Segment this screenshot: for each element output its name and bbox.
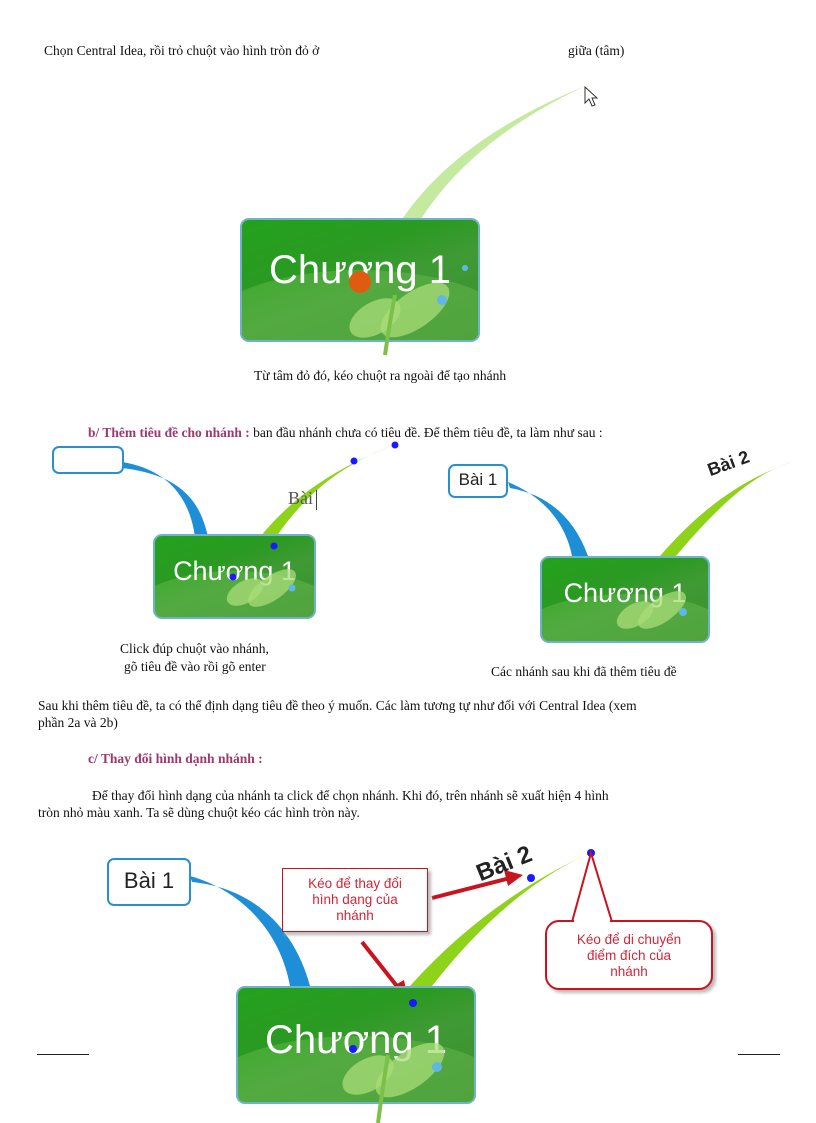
branch-handle[interactable] xyxy=(349,1045,357,1053)
central-topic[interactable]: Chương 1 xyxy=(236,986,476,1104)
figure2-left-caption-2: gõ tiêu đề vào rồi gõ enter xyxy=(124,659,266,674)
figure1-caption: Từ tâm đỏ đó, kéo chuột ra ngoài để tạo … xyxy=(254,368,507,383)
callout-text: nhánh xyxy=(610,964,648,979)
callout-text: Kéo để di chuyển xyxy=(576,932,682,947)
figure-create-branch: Chương 1 Từ tâm đỏ đó, kéo chuột ra ngoà… xyxy=(0,0,816,400)
callout-change-shape: Kéo để thay đổi hình dạng của nhánh xyxy=(282,868,428,932)
mouse-pointer-icon xyxy=(584,85,599,107)
footer-rule-left xyxy=(37,1054,89,1055)
figure2-right-caption: Các nhánh sau khi đã thêm tiêu đề xyxy=(491,664,677,679)
branch-handle[interactable] xyxy=(270,542,278,550)
callout-move-endpoint: Kéo để di chuyển điểm đích của nhánh xyxy=(545,920,713,990)
figure-branches-titled: Bài 1 Bài 2 Chương 1 Các nhánh sau khi đ… xyxy=(430,440,816,690)
paragraph-line: Để thay đổi hình dạng của nhánh ta click… xyxy=(92,788,609,803)
center-red-dot[interactable] xyxy=(349,271,371,293)
section-b-paragraph: b/ Thêm tiêu đề cho nhánh : ban đầu nhán… xyxy=(88,424,603,441)
figure2-left-caption-1: Click đúp chuột vào nhánh, xyxy=(120,641,269,656)
typing-text[interactable]: Bài xyxy=(288,488,313,508)
section-b-heading: b/ Thêm tiêu đề cho nhánh : xyxy=(88,425,250,440)
branch-lime[interactable] xyxy=(260,444,396,537)
branch-handle[interactable] xyxy=(409,999,417,1007)
callout-join xyxy=(574,918,610,922)
callout-text: Kéo để thay đổi xyxy=(308,876,402,891)
branch-title-bai-1[interactable]: Bài 1 xyxy=(448,464,508,498)
leaf-decoration-icon xyxy=(349,265,468,356)
intro-text: Chọn Central Idea, rồi trỏ chuột vào hìn… xyxy=(44,43,320,58)
paragraph-line: Sau khi thêm tiêu đề, ta có thể định dạn… xyxy=(38,698,637,713)
section-b-text: ban đầu nhánh chưa có tiêu đề. Để thêm t… xyxy=(249,425,603,440)
intro-text-right: giữa (tâm) xyxy=(568,43,625,58)
branch-title-bai-1[interactable]: Bài 1 xyxy=(107,858,191,906)
callout-text: nhánh xyxy=(336,908,374,923)
branch-handle[interactable] xyxy=(229,573,237,581)
section-c-heading: c/ Thay đổi hình dạnh nhánh : xyxy=(88,751,263,766)
paragraph-line: tròn nhỏ màu xanh. Ta sẽ dùng chuột kéo … xyxy=(38,805,360,820)
branch-blue[interactable] xyxy=(122,462,208,537)
figure-change-branch-shape: Bài 1 Bài 2 Kéo để thay đổi hình dạng củ… xyxy=(0,830,816,1123)
paragraph-line: phần 2a và 2b) xyxy=(38,715,118,730)
callout-text: điểm đích của xyxy=(586,948,672,963)
callout-text: hình dạng của xyxy=(312,892,398,907)
text-caret xyxy=(316,490,317,510)
footer-rule-right xyxy=(738,1054,780,1055)
empty-branch-title-box[interactable] xyxy=(52,446,124,474)
figure-add-title-step: Bài Chương 1 Click đúp chuột vào nhánh, … xyxy=(0,440,420,690)
